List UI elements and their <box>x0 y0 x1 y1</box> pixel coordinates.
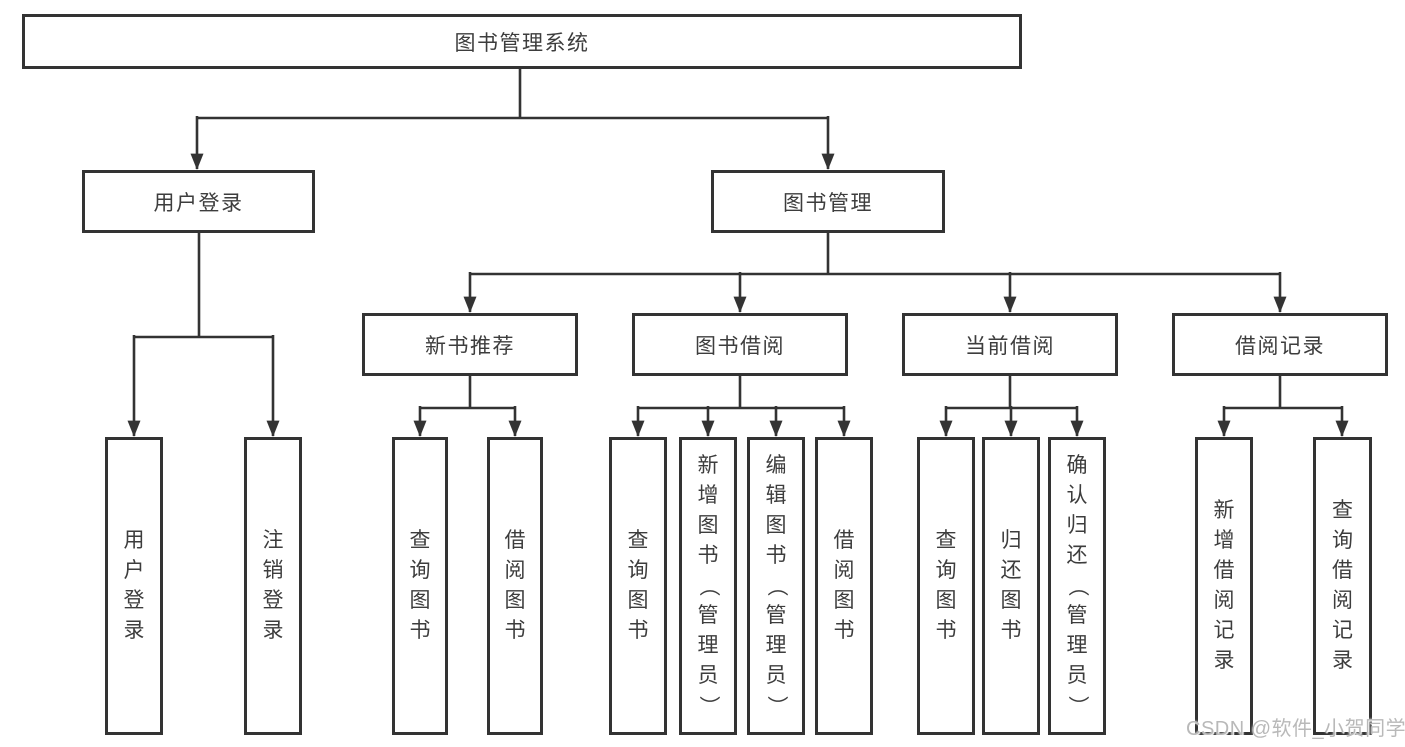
node-label: 确认归还（管理员） <box>1066 454 1089 717</box>
node-label: 新书推荐 <box>425 334 515 358</box>
node-label: 当前借阅 <box>965 334 1055 358</box>
node-book-borrow: 图书借阅 <box>632 313 848 376</box>
node-leaf-query-book-2: 查询图书 <box>609 437 667 735</box>
node-label: 新增图书（管理员） <box>697 454 720 717</box>
node-leaf-query-book-1: 查询图书 <box>392 437 448 735</box>
node-leaf-borrow-book-1: 借阅图书 <box>487 437 543 735</box>
node-label: 借阅图书 <box>833 529 855 642</box>
node-leaf-borrow-book-2: 借阅图书 <box>815 437 873 735</box>
node-label: 查询图书 <box>627 529 649 642</box>
node-label: 图书管理系统 <box>454 31 590 55</box>
node-current-borrow: 当前借阅 <box>902 313 1118 376</box>
node-label: 图书借阅 <box>695 334 785 358</box>
node-label: 编辑图书（管理员） <box>765 454 788 717</box>
node-label: 注销登录 <box>262 529 284 642</box>
node-borrow-record: 借阅记录 <box>1172 313 1388 376</box>
node-leaf-edit-book-admin: 编辑图书（管理员） <box>747 437 805 735</box>
node-new-book-recommend: 新书推荐 <box>362 313 578 376</box>
node-label: 用户登录 <box>153 191 244 215</box>
node-label: 查询借阅记录 <box>1332 499 1353 672</box>
node-leaf-confirm-return-admin: 确认归还（管理员） <box>1048 437 1106 735</box>
node-leaf-query-borrow-record: 查询借阅记录 <box>1313 437 1372 735</box>
node-label: 图书管理 <box>783 191 873 215</box>
node-leaf-add-borrow-record: 新增借阅记录 <box>1195 437 1253 735</box>
node-leaf-add-book-admin: 新增图书（管理员） <box>679 437 737 735</box>
node-label: 新增借阅记录 <box>1213 499 1235 672</box>
node-label: 用户登录 <box>123 529 145 642</box>
node-user-login: 用户登录 <box>82 170 315 233</box>
node-leaf-query-book-3: 查询图书 <box>917 437 975 735</box>
node-label: 借阅记录 <box>1235 334 1325 358</box>
node-label: 查询图书 <box>409 529 431 642</box>
node-label: 查询图书 <box>935 529 957 642</box>
node-leaf-logout: 注销登录 <box>244 437 302 735</box>
node-label: 归还图书 <box>1000 529 1022 642</box>
node-label: 借阅图书 <box>504 529 526 642</box>
node-book-management: 图书管理 <box>711 170 945 233</box>
node-leaf-return-book: 归还图书 <box>982 437 1040 735</box>
node-library-management-system: 图书管理系统 <box>22 14 1022 69</box>
csdn-watermark: CSDN @软件_小贺同学 <box>1186 718 1405 740</box>
node-leaf-user-login: 用户登录 <box>105 437 163 735</box>
